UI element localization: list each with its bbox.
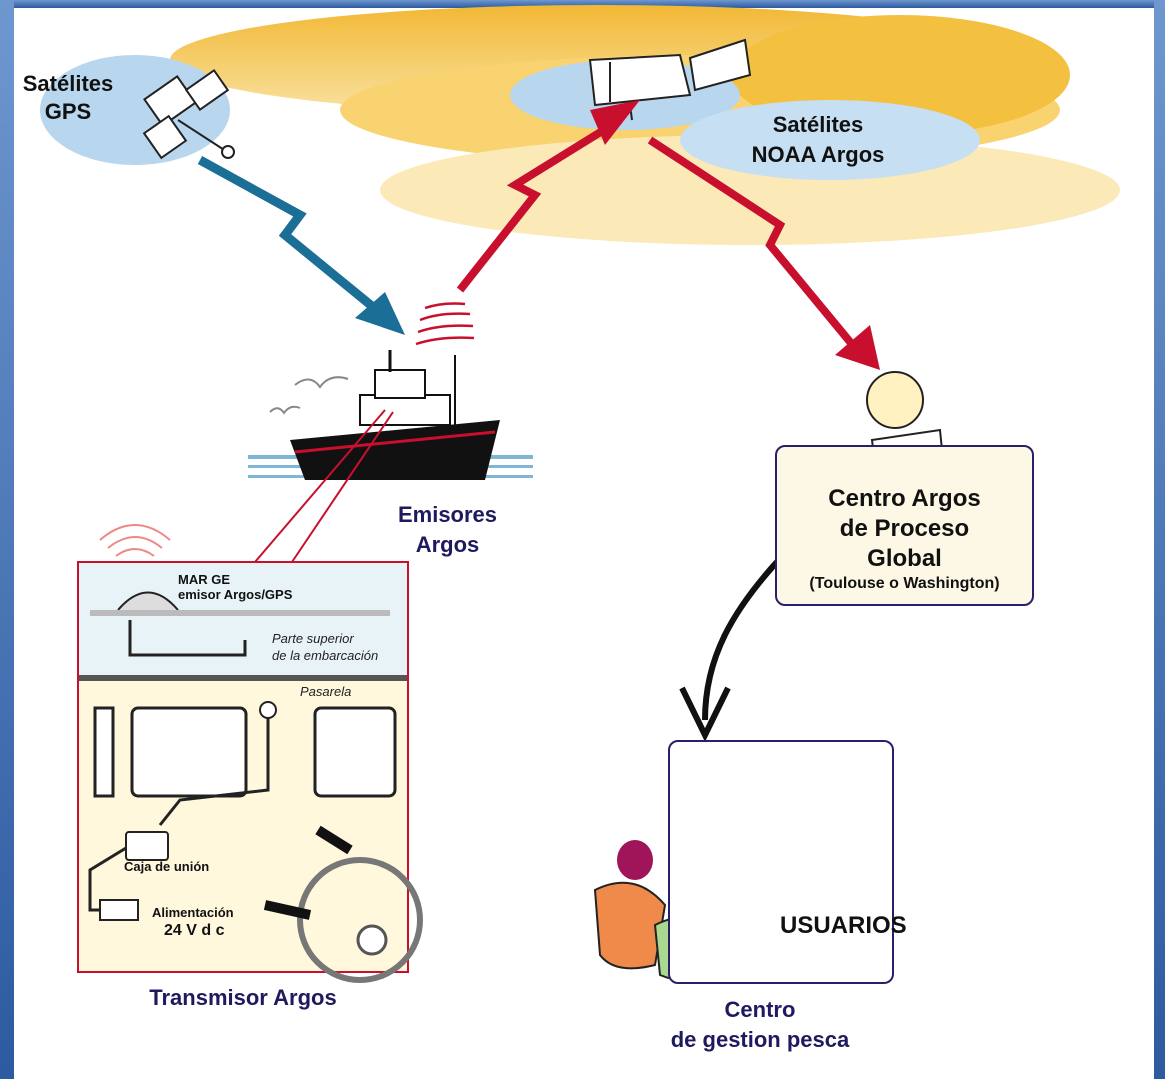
inset-link-lines (254, 409, 394, 563)
gps-satellites-label: Satélites GPS (22, 71, 114, 124)
emission-waves-icon (415, 302, 475, 346)
fishing-vessel-icon (248, 350, 533, 480)
uplink-arrow (456, 100, 640, 293)
centro-argos-title-1: Centro Argos (828, 485, 981, 512)
centro-argos-title-3: Global (867, 545, 942, 572)
noaa-satellite-icon (588, 38, 752, 121)
alimentacion-label: Alimentación (152, 905, 234, 920)
downlink-arrow (647, 136, 880, 370)
usuarios-box: USUARIOS (668, 740, 907, 984)
centro-pesca-label: Centro de gestion pesca (670, 997, 850, 1052)
pasarela-label: Pasarela (300, 684, 352, 699)
centro-argos-location: (Toulouse o Washington) (809, 575, 1000, 592)
transmisor-label: Transmisor Argos (149, 985, 337, 1010)
inset-frame (77, 561, 423, 983)
parte-superior-label: Parte superior de la embarcación (272, 631, 379, 663)
birds-icon (269, 376, 349, 415)
gps-signal-arrow (197, 156, 405, 335)
noaa-satellites-label: Satélites NOAA Argos (751, 112, 885, 167)
centro-argos-box: Centro Argos de Proceso Global (Toulouse… (775, 445, 1034, 606)
data-arrow (679, 545, 793, 742)
emisores-label: Emisores Argos (397, 502, 498, 557)
usuarios-label: USUARIOS (780, 912, 907, 939)
gps-satellite-icon (142, 69, 235, 160)
inset-signal-icon (99, 524, 171, 557)
sky-clouds (40, 5, 1120, 245)
voltage-label: 24 V d c (164, 922, 225, 939)
caja-label: Caja de unión (124, 859, 210, 874)
centro-argos-title-2: de Proceso (839, 515, 970, 542)
mar-ge-label: MAR GE emisor Argos/GPS (178, 572, 293, 602)
